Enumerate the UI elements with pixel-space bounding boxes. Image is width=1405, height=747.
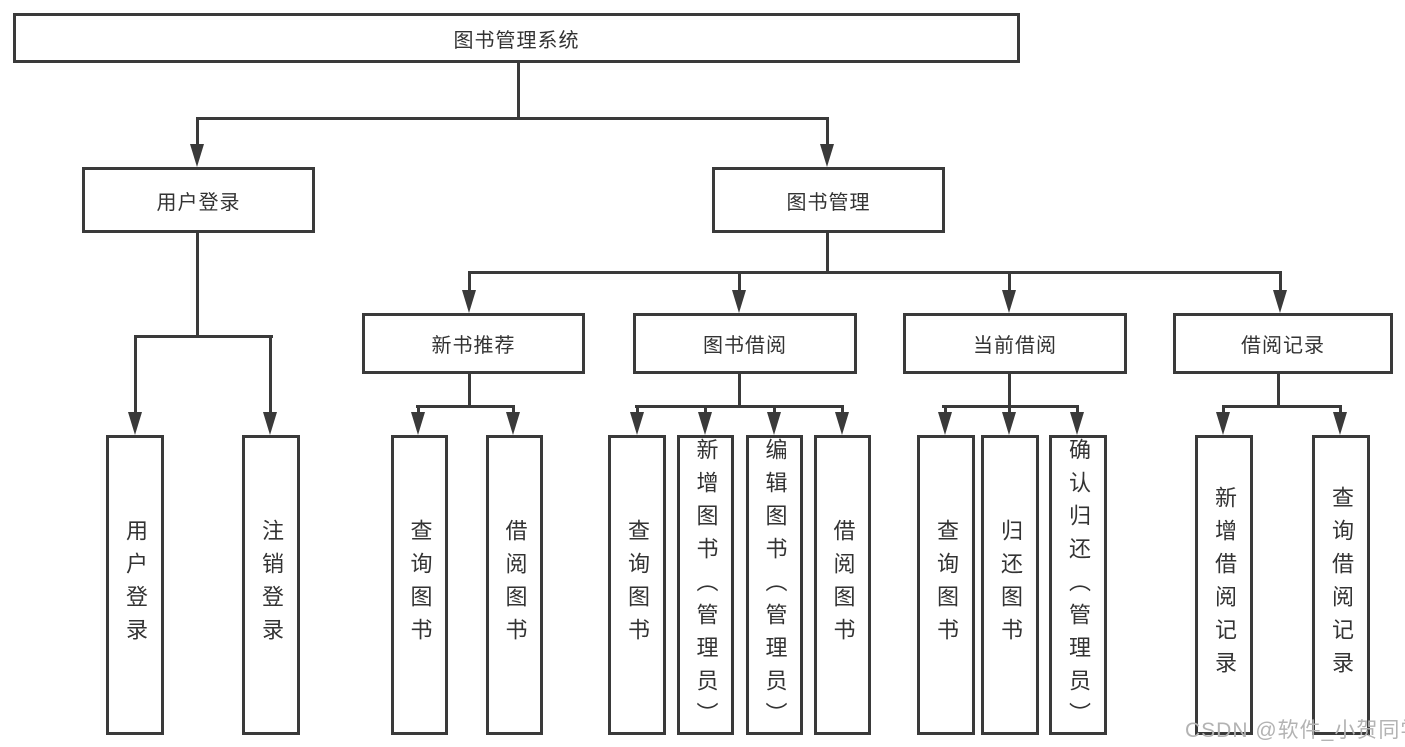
leaf-borrow-books-2-label: 借阅图书 (830, 519, 856, 651)
leaf-return-book-label: 归还图书 (998, 519, 1023, 651)
node-book-borrow-label: 图书借阅 (703, 335, 787, 357)
leaf-logout-label: 注销登录 (259, 519, 284, 651)
edge-borrow-records-stem (1277, 374, 1280, 406)
leaf-edit-book-admin-label: 编辑图书（管理员） (762, 438, 788, 735)
node-new-book-recommend: 新书推荐 (362, 313, 585, 374)
leaf-user-login-label: 用户登录 (123, 519, 148, 651)
edge-drop-new-book-recommend (468, 271, 471, 292)
arrowhead-query-books-3 (938, 412, 952, 435)
edge-drop-current-borrow (1008, 271, 1011, 292)
edge-root-stem (517, 63, 520, 118)
edge-book-management-stem (826, 233, 829, 272)
arrowhead-borrow-books-1 (506, 412, 520, 435)
node-new-book-recommend-label: 新书推荐 (431, 335, 516, 357)
node-borrow-records-label: 借阅记录 (1241, 335, 1325, 357)
node-user-login-label: 用户登录 (156, 191, 241, 214)
arrowhead-edit-book (767, 412, 781, 435)
node-borrow-records: 借阅记录 (1173, 313, 1393, 374)
leaf-query-books-recommend-label: 查询图书 (407, 519, 433, 651)
arrowhead-current-borrow (1002, 290, 1016, 313)
edge-drop-leaf-user-login (134, 335, 137, 415)
arrowhead-borrow-books-2 (835, 412, 849, 435)
arrowhead-book-borrow (732, 290, 746, 313)
leaf-query-books-borrow-label: 查询图书 (625, 519, 650, 651)
leaf-query-borrow-record-label: 查询借阅记录 (1329, 486, 1354, 684)
edge-drop-return-book (1008, 405, 1011, 415)
edge-drop-query-borrow-record (1339, 405, 1342, 415)
leaf-borrow-books-recommend: 借阅图书 (486, 435, 543, 735)
edge-book-borrow-stem (738, 374, 741, 406)
edge-current-borrow-stem (1008, 374, 1011, 406)
edge-new-book-recommend-stem (468, 374, 471, 406)
leaf-query-books-current: 查询图书 (917, 435, 975, 735)
edge-drop-book-management (826, 117, 829, 146)
leaf-edit-book-admin: 编辑图书（管理员） (746, 435, 803, 735)
node-current-borrow: 当前借阅 (903, 313, 1127, 374)
arrowhead-query-borrow-record (1333, 412, 1347, 435)
leaf-return-book: 归还图书 (981, 435, 1039, 735)
leaf-add-book-admin: 新增图书（管理员） (677, 435, 734, 735)
arrowhead-query-books-1 (411, 412, 425, 435)
node-root-label: 图书管理系统 (453, 29, 580, 52)
edge-drop-edit-book (773, 405, 776, 415)
arrowhead-user-login (190, 144, 204, 167)
arrowhead-query-books-2 (630, 412, 644, 435)
leaf-query-books-current-label: 查询图书 (934, 519, 959, 651)
leaf-add-book-admin-label: 新增图书（管理员） (693, 438, 719, 735)
edge-drop-confirm-return (1076, 405, 1079, 415)
edge-drop-add-book (704, 405, 707, 415)
edge-drop-leaf-logout (269, 335, 272, 415)
arrowhead-leaf-logout (263, 412, 277, 435)
node-book-management-label: 图书管理 (786, 191, 871, 214)
arrowhead-book-management (820, 144, 834, 167)
leaf-query-books-recommend: 查询图书 (391, 435, 448, 735)
edge-drop-user-login (196, 117, 199, 146)
edge-drop-query-books-3 (944, 405, 947, 415)
leaf-query-books-borrow: 查询图书 (608, 435, 666, 735)
edge-user-login-stem (196, 233, 199, 336)
node-root: 图书管理系统 (13, 13, 1020, 63)
arrowhead-leaf-user-login (128, 412, 142, 435)
arrowhead-add-book (698, 412, 712, 435)
edge-drop-borrow-records (1279, 271, 1282, 292)
leaf-borrow-books-recommend-label: 借阅图书 (502, 519, 528, 651)
edge-level2-connector (196, 117, 829, 120)
edge-drop-query-books-2 (636, 405, 639, 415)
edge-new-book-recommend-connector (416, 405, 515, 408)
edge-drop-borrow-books-1 (512, 405, 515, 415)
arrowhead-new-book-recommend (462, 290, 476, 313)
leaf-query-borrow-record: 查询借阅记录 (1312, 435, 1370, 735)
node-current-borrow-label: 当前借阅 (973, 335, 1057, 357)
edge-level3-connector (468, 271, 1282, 274)
edge-drop-borrow-books-2 (841, 405, 844, 415)
leaf-borrow-books-2: 借阅图书 (814, 435, 871, 735)
edge-book-borrow-connector (635, 405, 844, 408)
leaf-confirm-return-admin-label: 确认归还（管理员） (1066, 438, 1091, 735)
edge-drop-add-borrow-record (1222, 405, 1225, 415)
edge-borrow-records-connector (1222, 405, 1342, 408)
csdn-watermark: CSDN @软件_小贺同学 (1185, 719, 1405, 742)
arrowhead-return-book (1002, 412, 1016, 435)
arrowhead-add-borrow-record (1216, 412, 1230, 435)
edge-drop-query-books-1 (417, 405, 420, 415)
leaf-logout: 注销登录 (242, 435, 300, 735)
arrowhead-confirm-return (1070, 412, 1084, 435)
arrowhead-borrow-records (1273, 290, 1287, 313)
leaf-add-borrow-record: 新增借阅记录 (1195, 435, 1253, 735)
edge-drop-book-borrow (738, 271, 741, 292)
node-user-login: 用户登录 (82, 167, 315, 233)
leaf-add-borrow-record-label: 新增借阅记录 (1212, 486, 1237, 684)
node-book-management: 图书管理 (712, 167, 945, 233)
leaf-confirm-return-admin: 确认归还（管理员） (1049, 435, 1107, 735)
leaf-user-login: 用户登录 (106, 435, 164, 735)
edge-user-login-connector (134, 335, 273, 338)
node-book-borrow: 图书借阅 (633, 313, 857, 374)
